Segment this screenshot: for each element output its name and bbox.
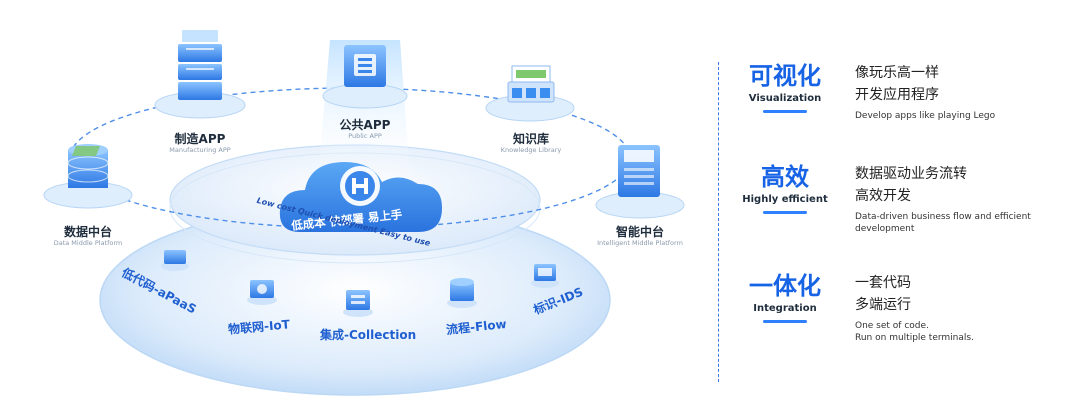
node-data-middle-platform: 数据中台 Data Middle Platform [18,225,158,248]
feature-desc-en: Develop apps like playing Lego [855,111,996,121]
node-sublabel: Manufacturing APP [169,146,231,154]
feature-title: 一体化 Integration [735,272,835,323]
node-knowledge-library: 知识库 Knowledge Library [461,132,601,155]
dashed-divider [718,62,719,382]
feature-title-cn: 可视化 [749,62,821,90]
feature-description: 一套代码 多端运行 One set of code. Run on multip… [855,272,1075,344]
server-stack-icon [154,30,246,119]
feature-desc-cn: 像玩乐高一样 [855,65,939,81]
node-sublabel: Knowledge Library [500,146,562,154]
node-sublabel: Data Middle Platform [53,239,123,247]
node-manufacturing-app: 制造APP Manufacturing APP [130,132,270,155]
feature-description: 像玩乐高一样 开发应用程序 Develop apps like playing … [855,62,1075,122]
node-public-app: 公共APP Public APP [295,118,435,141]
apaas-icon [161,250,189,271]
feature-desc-cn: 数据驱动业务流转 [855,166,967,182]
feature-desc-cn: 开发应用程序 [855,87,939,103]
feature-desc-en: Run on multiple terminals. [855,333,974,343]
platform-graphic [43,30,685,396]
feature-underline [763,211,807,214]
node-label: 数据中台 [63,225,112,239]
feature-title-en: Integration [753,303,817,314]
feature-desc-cn: 一套代码 [855,275,911,291]
feature-desc-en: Data-driven business flow and efficient [855,212,1031,222]
light-beam [318,40,410,178]
feature-title: 高效 Highly efficient [735,163,835,214]
feature-title-cn: 一体化 [749,272,821,300]
feature-title: 可视化 Visualization [735,62,835,113]
iot-icon [247,280,277,305]
feature-description: 数据驱动业务流转 高效开发 Data-driven business flow … [855,163,1075,235]
central-cloud-icon [279,162,442,232]
app-box-icon [322,45,408,109]
platform-diagram: 制造APP Manufacturing APP 公共APP Public APP… [18,30,685,396]
node-sublabel: Intelligent Middle Platform [597,239,683,247]
feature-desc-en: One set of code. [855,321,929,331]
feature-title-en: Highly efficient [742,194,828,205]
flow-icon [447,278,477,308]
ids-icon [531,264,559,288]
feature-title-cn: 高效 [761,163,809,191]
feature-desc-cn: 多端运行 [855,297,911,313]
node-sublabel: Public APP [348,132,382,140]
feature-underline [763,110,807,113]
node-label: 制造APP [174,132,226,146]
node-label: 智能中台 [615,225,664,239]
node-label: 知识库 [512,132,549,146]
feature-desc-en: development [855,224,915,234]
feature-underline [763,320,807,323]
node-intelligent-middle-platform: 智能中台 Intelligent Middle Platform [570,225,710,248]
ai-server-icon [595,145,685,219]
feature-desc-cn: 高效开发 [855,188,911,204]
database-icon [43,144,133,209]
feature-title-en: Visualization [748,93,822,104]
collection-icon [343,290,373,317]
node-label: 公共APP [339,118,391,132]
knowledge-library-icon [485,65,575,122]
ring-label-collection: 集成-Collection [320,328,417,342]
